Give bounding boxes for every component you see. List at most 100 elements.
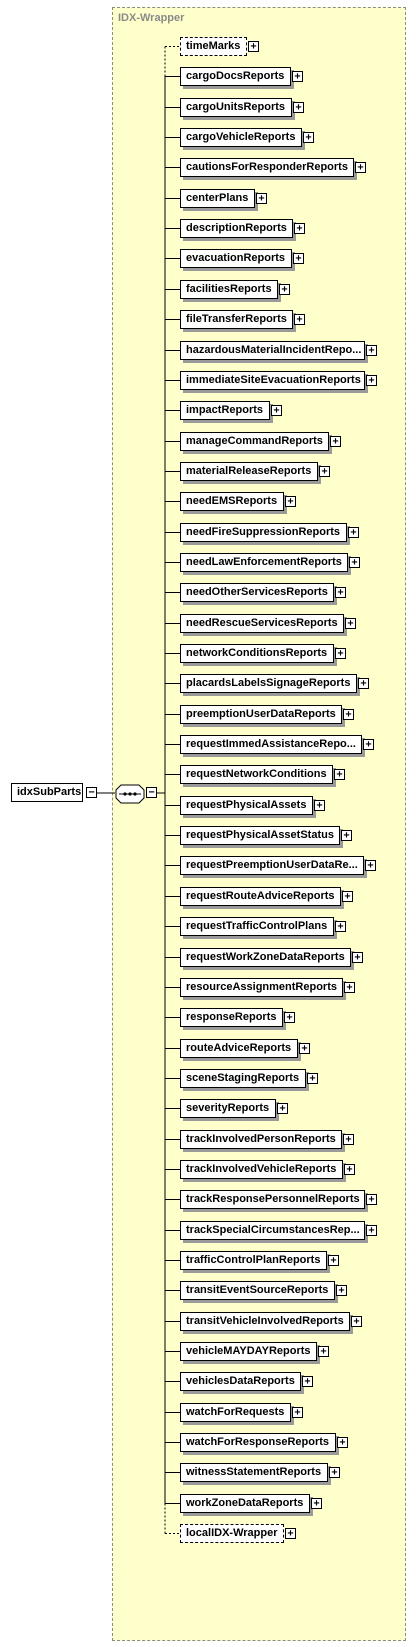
expand-icon[interactable]: + [365, 860, 376, 871]
expand-icon[interactable]: + [284, 1012, 295, 1023]
expand-icon[interactable]: + [293, 253, 304, 264]
expand-icon[interactable]: + [348, 527, 359, 538]
element-box[interactable]: resourceAssignmentReports [180, 978, 343, 997]
element-box[interactable]: needRescueServicesReports [180, 614, 344, 633]
expand-icon[interactable]: + [334, 769, 345, 780]
element-box[interactable]: preemptionUserDataReports [180, 705, 342, 724]
expand-icon[interactable]: + [349, 557, 360, 568]
expand-icon[interactable]: + [256, 193, 267, 204]
element-box[interactable]: facilitiesReports [180, 280, 278, 299]
element-box[interactable]: transitEventSourceReports [180, 1281, 335, 1300]
element-box[interactable]: vehicleMAYDAYReports [180, 1342, 317, 1361]
expand-icon[interactable]: + [285, 1528, 296, 1539]
expand-icon[interactable]: + [343, 709, 354, 720]
element-box[interactable]: descriptionReports [180, 219, 293, 238]
expand-icon[interactable]: + [302, 1376, 313, 1387]
expand-icon[interactable]: + [366, 345, 377, 356]
expand-icon[interactable]: + [293, 102, 304, 113]
expand-icon[interactable]: + [299, 1043, 310, 1054]
sequence-collapse-icon[interactable]: − [146, 787, 157, 798]
expand-icon[interactable]: + [319, 466, 330, 477]
element-box[interactable]: routeAdviceReports [180, 1039, 298, 1058]
element-box[interactable]: requestPhysicalAssets [180, 796, 313, 815]
element-box[interactable]: centerPlans [180, 189, 255, 208]
element-box[interactable]: watchForRequests [180, 1403, 291, 1422]
expand-icon[interactable]: + [366, 1225, 377, 1236]
element-box[interactable]: hazardousMaterialIncidentRepo... [180, 341, 365, 360]
expand-icon[interactable]: + [294, 314, 305, 325]
element-box[interactable]: manageCommandReports [180, 432, 329, 451]
element-box[interactable]: witnessStatementReports [180, 1463, 328, 1482]
expand-icon[interactable]: + [352, 952, 363, 963]
element-box[interactable]: trackInvolvedVehicleReports [180, 1160, 343, 1179]
expand-icon[interactable]: + [329, 1467, 340, 1478]
element-box[interactable]: requestTrafficControlPlans [180, 917, 334, 936]
element-box[interactable]: fileTransferReports [180, 310, 293, 329]
expand-icon[interactable]: + [271, 405, 282, 416]
expand-icon[interactable]: + [344, 982, 355, 993]
element-box[interactable]: immediateSiteEvacuationReports [180, 371, 365, 390]
element-box[interactable]: placardsLabelsSignageReports [180, 674, 357, 693]
element-box[interactable]: cargoUnitsReports [180, 98, 292, 117]
element-box[interactable]: trackResponsePersonnelReports [180, 1190, 365, 1209]
expand-icon[interactable]: + [292, 71, 303, 82]
element-box[interactable]: materialReleaseReports [180, 462, 318, 481]
expand-icon[interactable]: + [248, 41, 259, 52]
element-box[interactable]: watchForResponseReports [180, 1433, 336, 1452]
expand-icon[interactable]: + [355, 162, 366, 173]
expand-icon[interactable]: + [345, 618, 356, 629]
expand-icon[interactable]: + [292, 1407, 303, 1418]
expand-icon[interactable]: + [337, 1437, 348, 1448]
element-box[interactable]: requestWorkZoneDataReports [180, 948, 351, 967]
element-box[interactable]: requestImmedAssistanceRepo... [180, 735, 362, 754]
element-box[interactable]: requestNetworkConditions [180, 765, 333, 784]
element-box[interactable]: cargoVehicleReports [180, 128, 302, 147]
element-box[interactable]: needLawEnforcementReports [180, 553, 348, 572]
expand-icon[interactable]: + [318, 1346, 329, 1357]
element-box[interactable]: sceneStagingReports [180, 1069, 306, 1088]
element-box[interactable]: cautionsForResponderReports [180, 158, 354, 177]
element-box[interactable]: responseReports [180, 1008, 283, 1027]
expand-icon[interactable]: + [342, 891, 353, 902]
expand-icon[interactable]: + [328, 1255, 339, 1266]
element-box[interactable]: trackInvolvedPersonReports [180, 1130, 342, 1149]
element-box[interactable]: workZoneDataReports [180, 1494, 310, 1513]
expand-icon[interactable]: + [363, 739, 374, 750]
element-box[interactable]: requestPreemptionUserDataRe... [180, 856, 364, 875]
expand-icon[interactable]: + [307, 1073, 318, 1084]
expand-icon[interactable]: + [343, 1134, 354, 1145]
expand-icon[interactable]: + [351, 1316, 362, 1327]
expand-icon[interactable]: + [335, 587, 346, 598]
expand-icon[interactable]: + [330, 436, 341, 447]
element-box[interactable]: trafficControlPlanReports [180, 1251, 327, 1270]
element-box[interactable]: needOtherServicesReports [180, 583, 334, 602]
element-box[interactable]: localIDX-Wrapper [180, 1524, 284, 1543]
element-box[interactable]: timeMarks [180, 37, 247, 56]
expand-icon[interactable]: + [279, 284, 290, 295]
expand-icon[interactable]: + [336, 1285, 347, 1296]
element-box[interactable]: transitVehicleInvolvedReports [180, 1312, 350, 1331]
expand-icon[interactable]: + [341, 830, 352, 841]
collapse-icon[interactable]: − [86, 787, 97, 798]
expand-icon[interactable]: + [314, 800, 325, 811]
expand-icon[interactable]: + [344, 1164, 355, 1175]
element-box[interactable]: cargoDocsReports [180, 67, 291, 86]
root-element-idxSubParts[interactable]: idxSubParts [11, 783, 83, 802]
expand-icon[interactable]: + [277, 1103, 288, 1114]
expand-icon[interactable]: + [285, 496, 296, 507]
element-box[interactable]: impactReports [180, 401, 270, 420]
element-box[interactable]: evacuationReports [180, 249, 292, 268]
element-box[interactable]: severityReports [180, 1099, 276, 1118]
element-box[interactable]: trackSpecialCircumstancesRep... [180, 1221, 365, 1240]
element-box[interactable]: needEMSReports [180, 492, 284, 511]
expand-icon[interactable]: + [358, 678, 369, 689]
expand-icon[interactable]: + [335, 921, 346, 932]
expand-icon[interactable]: + [311, 1498, 322, 1509]
element-box[interactable]: vehiclesDataReports [180, 1372, 301, 1391]
expand-icon[interactable]: + [366, 375, 377, 386]
sequence-compositor[interactable] [115, 784, 145, 804]
expand-icon[interactable]: + [366, 1194, 377, 1205]
expand-icon[interactable]: + [294, 223, 305, 234]
element-box[interactable]: needFireSuppressionReports [180, 523, 347, 542]
element-box[interactable]: requestPhysicalAssetStatus [180, 826, 340, 845]
